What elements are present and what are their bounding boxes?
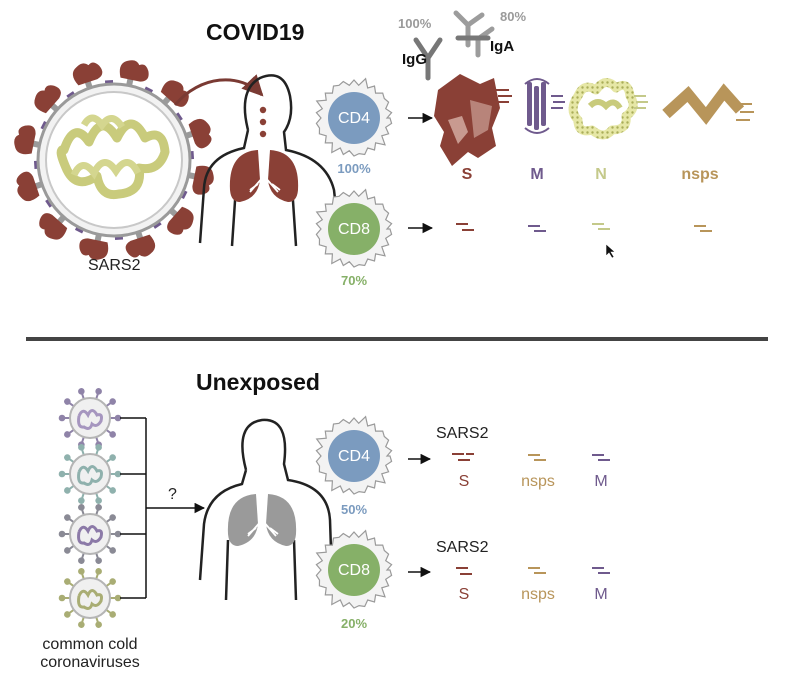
nsps-peptides-top bbox=[736, 103, 754, 121]
covid19-title: COVID19 bbox=[206, 19, 304, 45]
spike-protein-icon bbox=[434, 74, 500, 166]
cold-coronavirus-icon bbox=[58, 388, 122, 448]
protein-label-s-top: S bbox=[462, 166, 473, 183]
cold-coronavirus-icon bbox=[58, 444, 122, 504]
cd8-peptides-top bbox=[456, 223, 712, 232]
mouse-cursor-icon bbox=[605, 243, 616, 259]
sars2-virus-icon bbox=[14, 60, 214, 260]
iga-label: IgA bbox=[490, 38, 514, 55]
n-peptides-top bbox=[634, 95, 648, 109]
protein-label-nsps-cd4-bottom: nsps bbox=[521, 473, 555, 490]
human-figure-bottom-icon bbox=[198, 418, 334, 601]
cd8-label-top: CD8 bbox=[338, 221, 370, 238]
protein-label-n-top: N bbox=[595, 166, 607, 183]
nsps-protein-icon bbox=[662, 83, 745, 125]
sars2-heading-cd4: SARS2 bbox=[436, 425, 489, 442]
cd4-cell-top bbox=[315, 77, 393, 157]
unexposed-title: Unexposed bbox=[196, 369, 320, 395]
igg-label: IgG bbox=[402, 51, 427, 68]
protein-label-s-cd4-bottom: S bbox=[459, 473, 470, 490]
protein-label-nsps-top: nsps bbox=[681, 166, 718, 183]
cd4-label-top: CD4 bbox=[338, 110, 370, 127]
protein-label-nsps-cd8-bottom: nsps bbox=[521, 586, 555, 603]
nucleocapsid-protein-icon bbox=[568, 78, 638, 140]
protein-label-m-top: M bbox=[530, 166, 543, 183]
cd8-percent-top: 70% bbox=[341, 273, 367, 288]
cd8-percent-bottom: 20% bbox=[341, 616, 367, 631]
common-cold-label-line1: common cold bbox=[42, 636, 137, 653]
cd4-percent-bottom: 50% bbox=[341, 502, 367, 517]
sars2-virus-label: SARS2 bbox=[88, 257, 141, 274]
cd4-percent-top: 100% bbox=[337, 161, 371, 176]
s-peptides-top bbox=[495, 89, 512, 103]
protein-label-s-cd8-bottom: S bbox=[459, 586, 470, 603]
protein-label-m-cd8-bottom: M bbox=[594, 586, 607, 603]
sars2-heading-cd8: SARS2 bbox=[436, 539, 489, 556]
question-mark: ? bbox=[168, 486, 177, 503]
common-cold-label-line2: coronaviruses bbox=[40, 654, 140, 671]
cd8-label-bottom: CD8 bbox=[338, 562, 370, 579]
cold-coronavirus-icon bbox=[58, 568, 122, 628]
cd8-cell-top bbox=[315, 188, 393, 268]
igg-antibody-icon bbox=[413, 37, 443, 81]
virus-bracket bbox=[120, 417, 147, 599]
cold-coronavirus-icon bbox=[58, 504, 122, 564]
m-peptides-top bbox=[551, 95, 565, 109]
protein-label-m-cd4-bottom: M bbox=[594, 473, 607, 490]
cd4-cell-bottom bbox=[315, 415, 393, 495]
infection-arrow bbox=[173, 74, 264, 106]
cd8-cell-bottom bbox=[315, 529, 393, 609]
iga-antibody-icon bbox=[453, 10, 495, 58]
healthy-lungs-icon bbox=[227, 492, 297, 546]
cd8-peptides-bottom bbox=[456, 567, 610, 575]
cd4-label-bottom: CD4 bbox=[338, 448, 370, 465]
membrane-protein-icon bbox=[524, 78, 550, 134]
igg-percent: 100% bbox=[398, 16, 432, 31]
iga-percent: 80% bbox=[500, 9, 526, 24]
infected-lungs-icon bbox=[229, 148, 299, 202]
section-divider bbox=[26, 337, 768, 341]
cd4-peptides-bottom bbox=[452, 453, 610, 461]
